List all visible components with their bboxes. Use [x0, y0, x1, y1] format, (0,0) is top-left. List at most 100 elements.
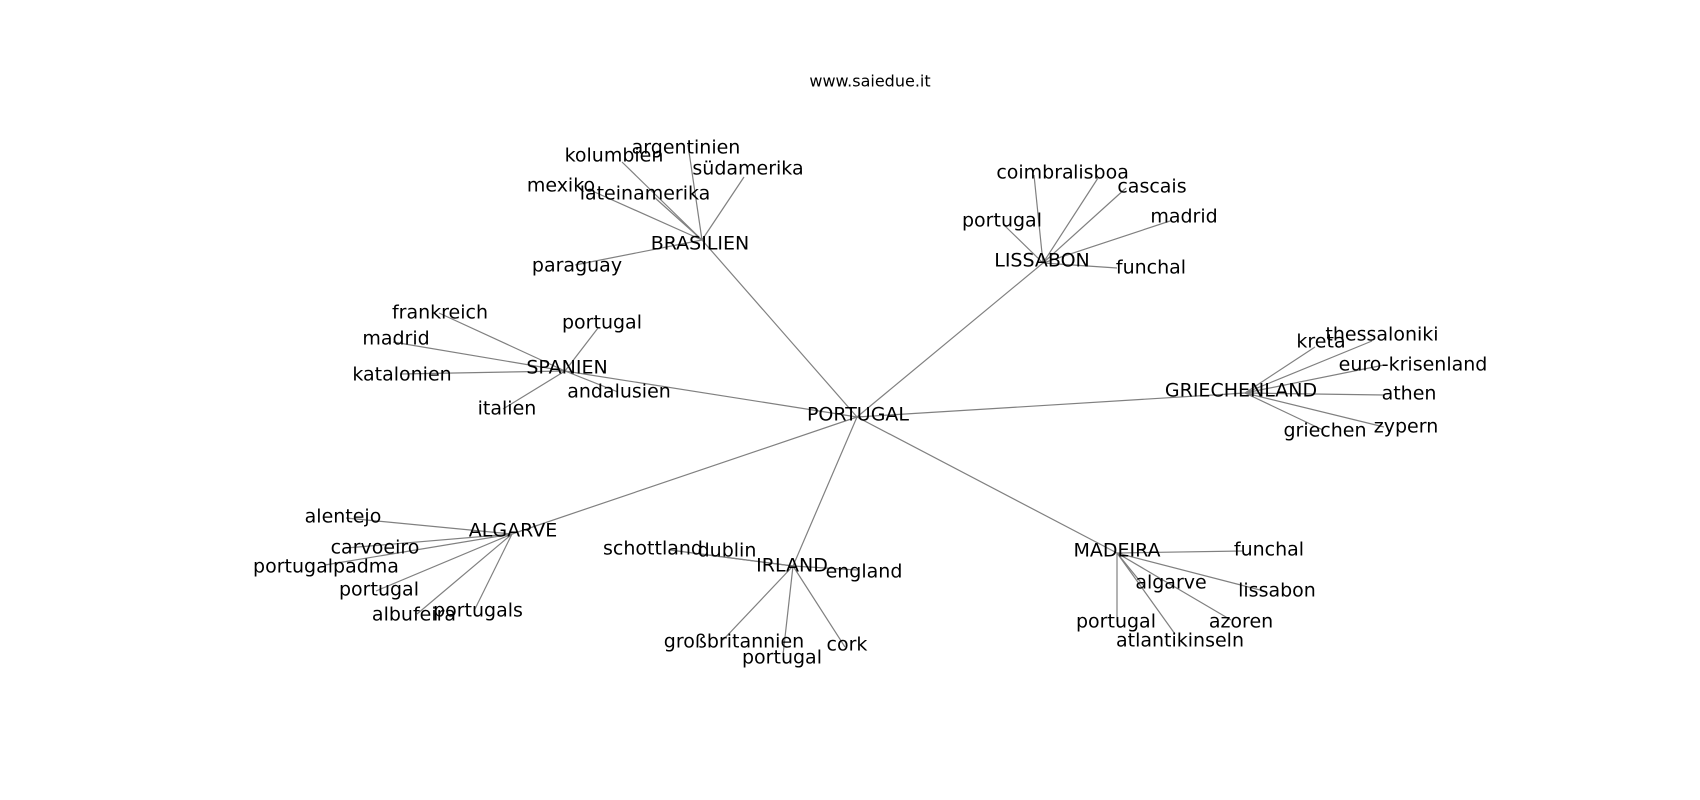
leaf-node-label: portugals	[433, 600, 523, 622]
leaf-node-label: lisboa	[1073, 162, 1129, 184]
leaf-node-label: madrid	[362, 328, 429, 350]
edge-griechenland-leaf	[1244, 392, 1385, 396]
leaf-node-label: kreta	[1296, 331, 1345, 353]
edge-griechenland-leaf	[1244, 392, 1324, 431]
edge-madeira-leaf	[1116, 550, 1244, 554]
edge-brasilien-leaf	[621, 161, 703, 241]
edge-root-brasilien	[701, 239, 858, 418]
leaf-node-label: frankreich	[392, 302, 488, 324]
leaf-node-label: zypern	[1374, 416, 1439, 438]
edge-lissabon-leaf	[1042, 177, 1099, 264]
graph-edges	[324, 144, 1385, 656]
edge-irland-leaf	[699, 553, 794, 567]
leaf-node-label: portugal	[962, 210, 1042, 232]
leaf-node-label: carvoeiro	[331, 537, 420, 559]
leaf-node-label: thessaloniki	[1325, 324, 1438, 346]
leaf-node-label: coimbra	[996, 162, 1073, 184]
edge-griechenland-leaf	[1244, 392, 1385, 428]
edge-spanien-leaf	[564, 370, 619, 393]
edge-lissabon-leaf	[1033, 174, 1044, 264]
leaf-node-label: griechen	[1283, 420, 1366, 442]
root-node-label: PORTUGAL	[807, 404, 909, 426]
leaf-node-label: andalusien	[567, 381, 671, 403]
leaf-node-label: euro-krisenland	[1339, 354, 1488, 376]
edge-irland-leaf	[792, 565, 846, 648]
edge-lissabon-leaf	[1042, 262, 1118, 269]
edge-brasilien-leaf	[589, 189, 703, 241]
leaf-node-label: italien	[478, 398, 537, 420]
edge-algarve-leaf	[473, 533, 513, 612]
leaf-node-label: paraguay	[532, 255, 622, 277]
hub-node-label-irland: IRLAND	[756, 555, 828, 577]
leaf-node-label: cascais	[1117, 176, 1186, 198]
leaf-node-label: madrid	[1150, 206, 1217, 228]
edge-irland-leaf	[722, 565, 794, 641]
edge-irland-leaf	[782, 565, 794, 656]
leaf-node-label: funchal	[1116, 257, 1186, 279]
leaf-node-label: alentejo	[305, 506, 382, 528]
leaf-node-label: katalonien	[352, 364, 451, 386]
edge-spanien-leaf	[564, 327, 599, 372]
hub-node-label-spanien: SPANIEN	[526, 357, 607, 379]
leaf-node-label: portugal	[742, 647, 822, 669]
leaf-node-label: azoren	[1209, 611, 1273, 633]
hub-node-label-griechenland: GRIECHENLAND	[1165, 380, 1317, 402]
edge-brasilien-leaf	[687, 144, 703, 241]
edge-brasilien-leaf	[701, 176, 745, 241]
leaf-node-label: athen	[1382, 383, 1437, 405]
edge-brasilien-leaf	[653, 196, 703, 241]
leaf-node-label: kolumbien	[565, 145, 664, 167]
leaf-node-label: lateinamerika	[580, 183, 711, 205]
leaf-node-label: england	[826, 561, 903, 583]
edge-madeira-leaf	[1116, 552, 1232, 621]
leaf-node-label: dublin	[698, 540, 757, 562]
edge-algarve-leaf	[324, 533, 513, 566]
edge-root-madeira	[856, 416, 1118, 554]
edge-algarve-leaf	[345, 517, 513, 535]
hub-node-label-lissabon: LISSABON	[994, 250, 1090, 272]
leaf-node-label: funchal	[1234, 539, 1304, 561]
edge-spanien-leaf	[502, 370, 566, 410]
edge-lissabon-leaf	[1042, 220, 1171, 264]
leaf-node-label: atlantikinseln	[1116, 630, 1244, 652]
leaf-node-label: albufeira	[372, 604, 456, 626]
edge-root-spanien	[564, 370, 858, 418]
edge-griechenland-leaf	[1244, 340, 1373, 394]
leaf-node-label: portugal	[1076, 611, 1156, 633]
hub-node-label-brasilien: BRASILIEN	[651, 233, 750, 255]
edge-lissabon-leaf	[1004, 225, 1044, 264]
leaf-node-label: großbritannien	[664, 631, 804, 653]
leaf-node-label: cork	[827, 634, 868, 656]
edge-root-lissabon	[856, 262, 1044, 418]
leaf-node-label: schottland	[603, 538, 703, 560]
edge-griechenland-leaf	[1244, 346, 1316, 394]
hub-node-label-algarve: ALGARVE	[469, 520, 557, 542]
edge-irland-leaf	[792, 565, 858, 571]
leaf-node-label: portugal	[562, 312, 642, 334]
edge-griechenland-leaf	[1244, 364, 1385, 394]
edge-root-irland	[792, 416, 858, 567]
edge-madeira-leaf	[1116, 552, 1265, 592]
leaf-node-label: lissabon	[1238, 580, 1316, 602]
edge-spanien-leaf	[399, 370, 566, 375]
leaf-node-label: portugal	[339, 579, 419, 601]
page-title: www.saiedue.it	[809, 72, 930, 91]
edge-algarve-leaf	[416, 533, 513, 615]
edge-root-griechenland	[856, 392, 1246, 418]
leaf-node-label: portugalpadma	[253, 556, 399, 578]
leaf-node-label: algarve	[1135, 572, 1206, 594]
edge-algarve-leaf	[375, 533, 513, 592]
leaf-node-label: mexiko	[527, 175, 595, 197]
edge-algarve-leaf	[345, 533, 513, 549]
edge-root-algarve	[511, 416, 858, 535]
hub-node-label-madeira: MADEIRA	[1073, 540, 1160, 562]
leaf-node-label: südamerika	[692, 158, 803, 180]
edge-madeira-leaf	[1116, 552, 1176, 635]
edge-brasilien-leaf	[574, 239, 703, 266]
leaf-node-label: argentinien	[632, 137, 741, 159]
edge-lissabon-leaf	[1042, 187, 1127, 264]
edge-spanien-leaf	[438, 312, 566, 372]
edge-spanien-leaf	[392, 341, 566, 372]
